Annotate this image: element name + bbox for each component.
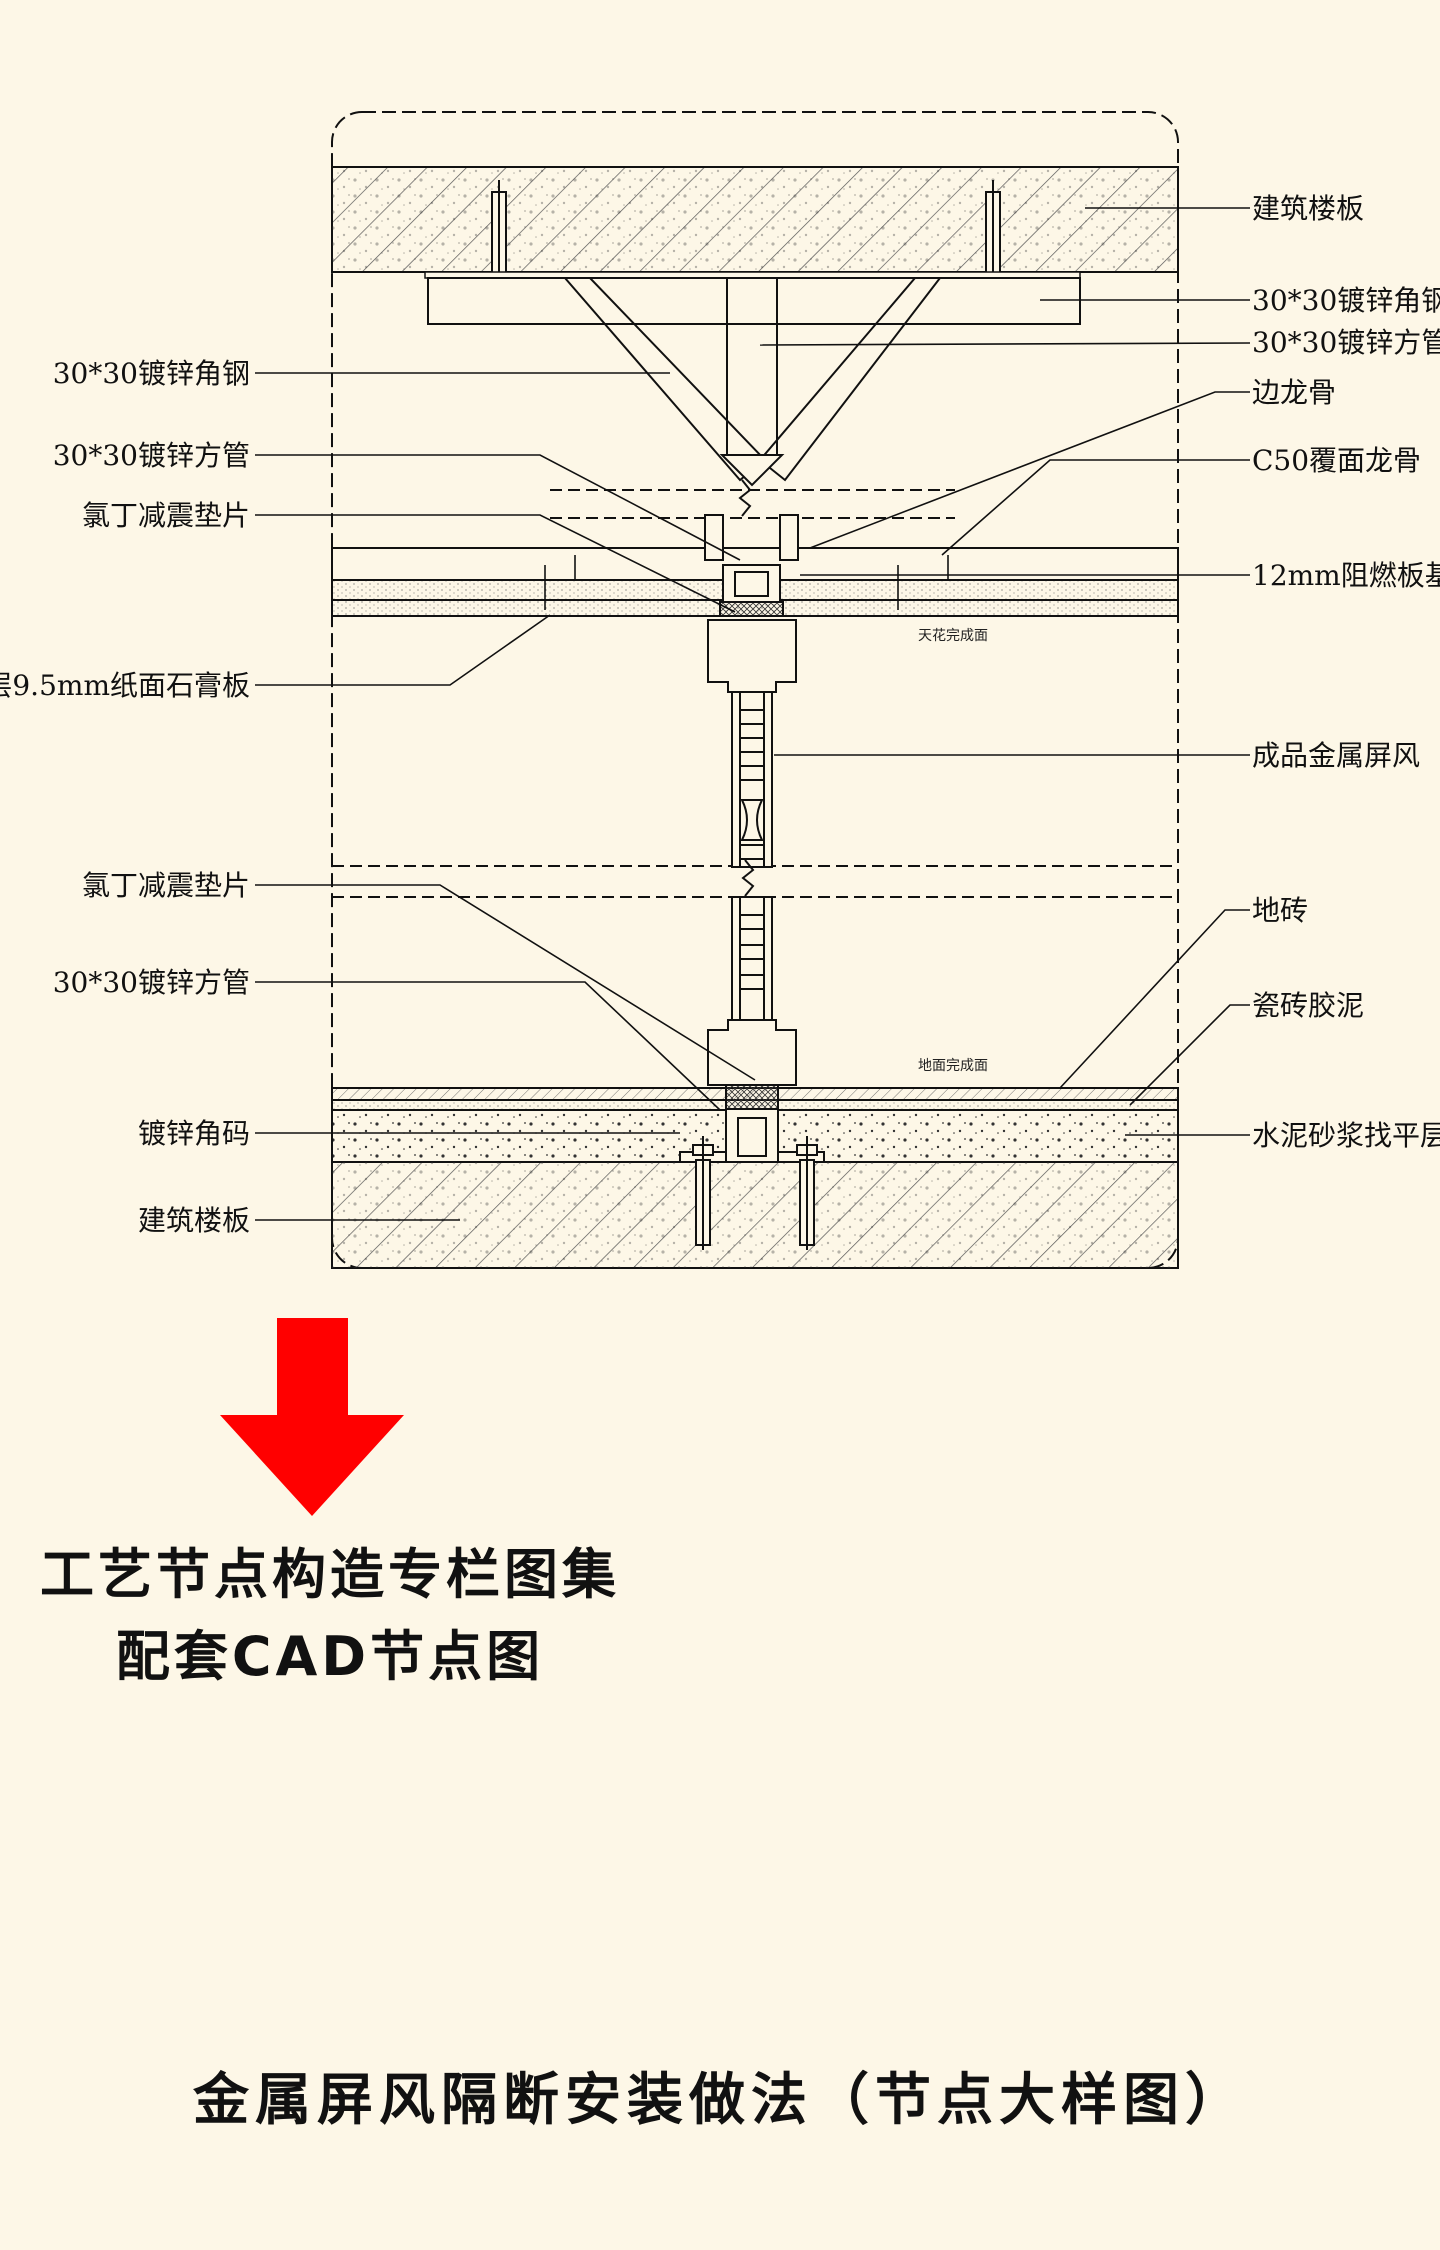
label-right-square-tube: 30*30镀锌方管 (1252, 326, 1440, 359)
label-left-building-slab: 建筑楼板 (138, 1204, 250, 1237)
node-detail-drawing: 天花完成面 地面完成面 建筑楼板 30*30镀锌角钢 30*30镀锌方管 边龙骨… (0, 111, 1440, 1269)
label-right-metal-screen: 成品金属屏风 (1252, 739, 1420, 772)
label-left-angle-steel: 30*30镀锌角钢 (53, 357, 250, 390)
angle-steel-hanger (427, 277, 1081, 325)
label-right-cement-mortar: 水泥砂浆找平层 (1252, 1119, 1440, 1152)
label-right-edge-keel: 边龙骨 (1252, 376, 1336, 409)
v-bracing (562, 277, 943, 487)
ceiling-tube (704, 514, 799, 617)
label-left-shock-pad: 氯丁减震垫片 (82, 499, 250, 532)
metal-screen (707, 619, 797, 1086)
down-arrow-icon (220, 1318, 404, 1516)
label-left-gypsum-board: 双层9.5mm纸面石膏板 (0, 669, 250, 702)
caption-line-2: 配套CAD节点图 (115, 1625, 545, 1688)
label-right-tile-adhesive: 瓷砖胶泥 (1252, 989, 1364, 1022)
label-right-floor-tile: 地砖 (1252, 894, 1308, 927)
floor-bolts (692, 1136, 818, 1250)
caption-line-1: 工艺节点构造专栏图集 (40, 1543, 620, 1606)
floor-level-text: 地面完成面 (918, 1058, 988, 1074)
label-left-square-tube: 30*30镀锌方管 (53, 439, 250, 472)
label-right-c50-keel: C50覆面龙骨 (1252, 444, 1421, 477)
label-right-angle-steel: 30*30镀锌角钢 (1252, 284, 1440, 317)
ceiling-level-text: 天花完成面 (918, 628, 988, 644)
label-left-shock-pad-floor: 氯丁减震垫片 (82, 869, 250, 902)
leaders-right (759, 207, 1251, 1136)
floor-tube (679, 1084, 825, 1163)
label-right-fire-board: 12mm阻燃板基层 (1252, 559, 1440, 592)
leaders-left (255, 372, 756, 1221)
footer-title: 金属屏风隔断安装做法（节点大样图） (193, 2068, 1247, 2133)
label-left-galvanized-angle: 镀锌角码 (138, 1117, 250, 1150)
label-left-square-tube-floor: 30*30镀锌方管 (53, 966, 250, 999)
label-right-building-slab: 建筑楼板 (1252, 192, 1364, 225)
